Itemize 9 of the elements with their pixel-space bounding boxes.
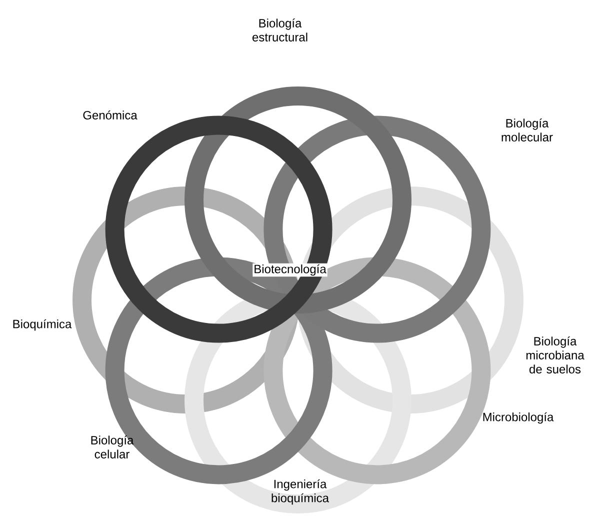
field-label: Genómica: [83, 110, 138, 120]
field-label: Microbiología: [483, 412, 554, 424]
field-label: Ingeniería bioquímica: [272, 479, 329, 505]
field-label: Biología microbiana de suelos: [526, 336, 584, 374]
field-label: Biología estructural: [252, 18, 308, 42]
center-label: Biotecnología: [252, 263, 328, 277]
field-label: Bioquímica: [13, 319, 72, 331]
field-label: Biología celular: [91, 436, 134, 458]
field-label: Biología molecular: [502, 118, 553, 142]
